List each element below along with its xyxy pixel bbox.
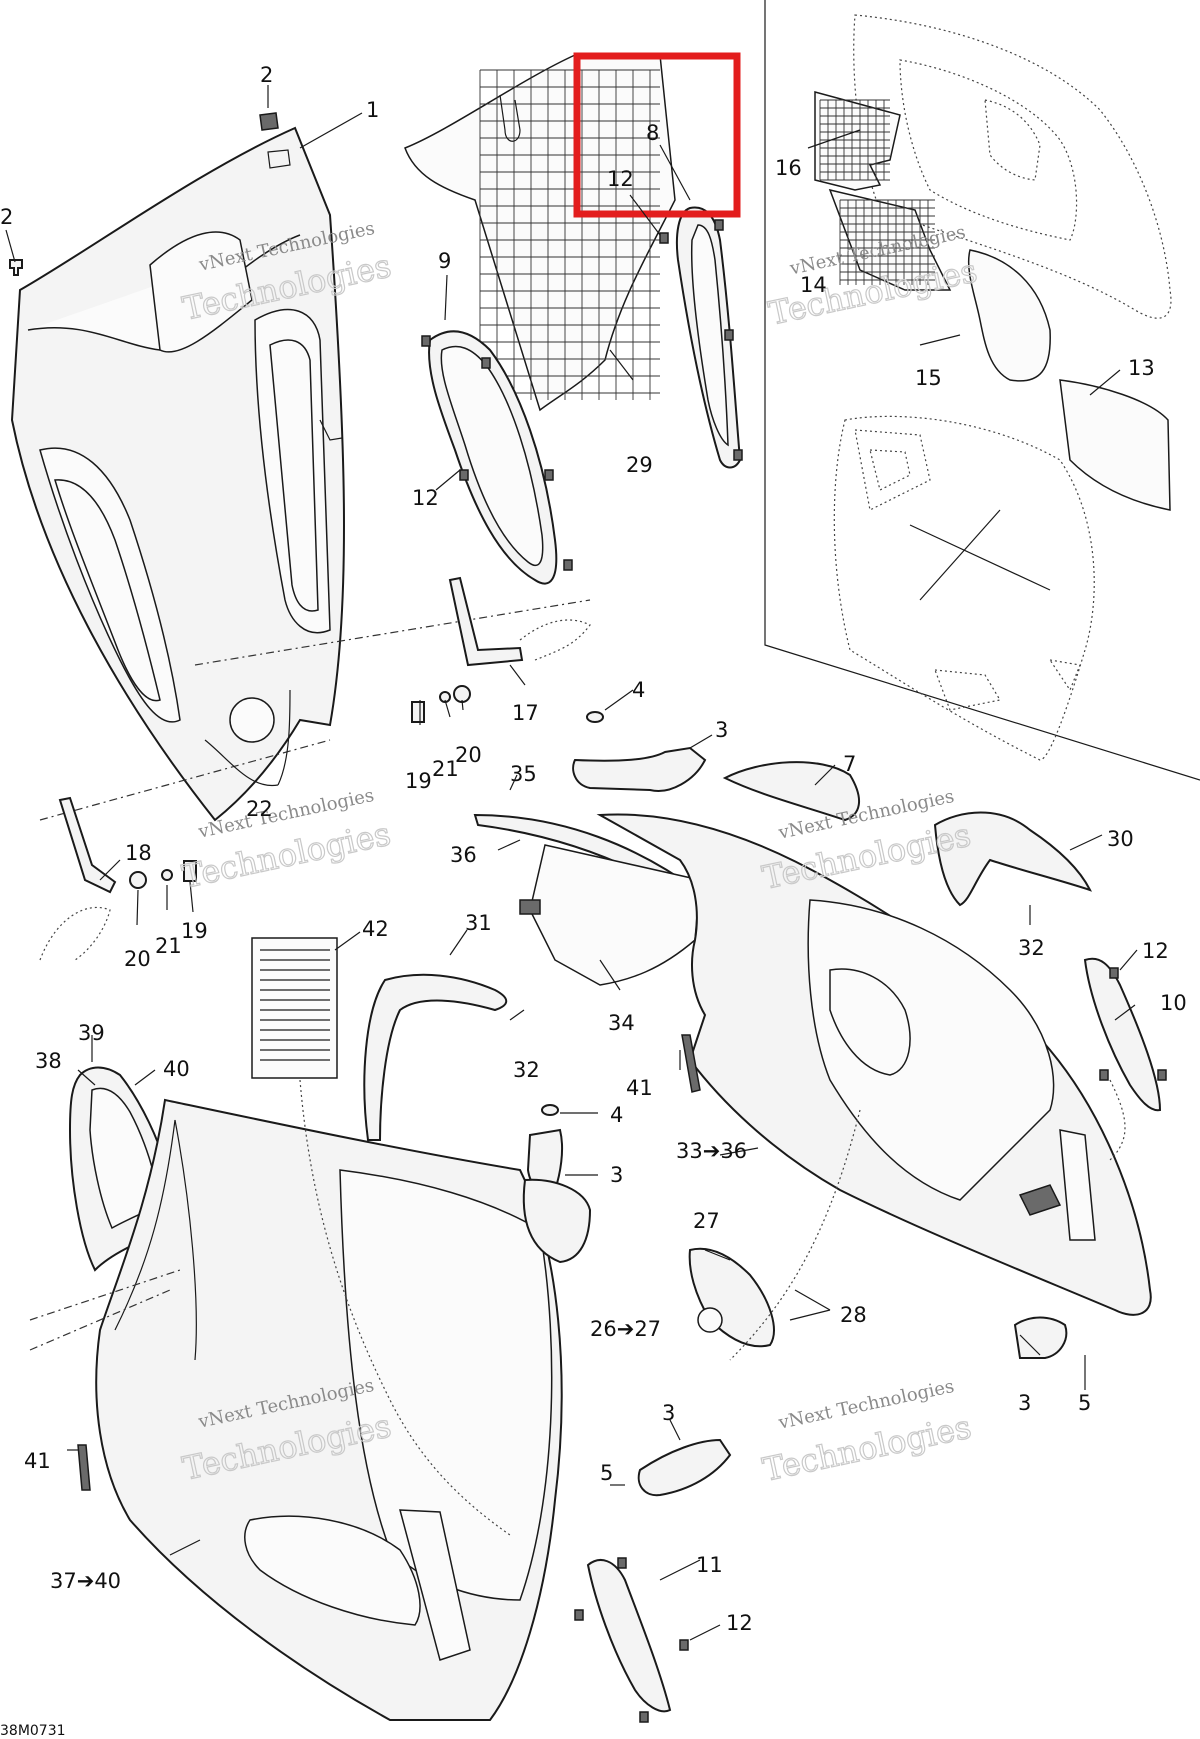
part-30-deflector <box>933 811 1092 907</box>
callout-19: 19 <box>181 919 208 943</box>
part-9-vent-frame <box>421 330 573 585</box>
leader-lines <box>5 85 1138 1641</box>
part-10-side-vent <box>1083 957 1167 1112</box>
callout-38: 38 <box>35 1049 62 1073</box>
callout-3: 3 <box>1018 1391 1031 1415</box>
part-11-lower-vent <box>574 1557 689 1723</box>
callout-20: 20 <box>124 947 151 971</box>
watermark-br: vNext Technologies Technologies <box>759 1376 975 1489</box>
callout-2: 2 <box>260 63 273 87</box>
part-37-40-lower-panel <box>95 1098 563 1721</box>
callout-11: 11 <box>696 1553 723 1577</box>
callout-39: 39 <box>78 1021 105 1045</box>
callout-33-36: 33➔36 <box>676 1139 747 1163</box>
callout-16: 16 <box>775 156 802 180</box>
callout-36: 36 <box>450 843 477 867</box>
callout-13: 13 <box>1128 356 1155 380</box>
part-29-grid-panel <box>404 54 676 412</box>
callout-3: 3 <box>662 1401 675 1425</box>
callout-26-27: 26➔27 <box>590 1317 661 1341</box>
callout-18: 18 <box>125 841 152 865</box>
inset-lower-nose-view <box>833 415 1095 761</box>
callout-5: 5 <box>1078 1391 1091 1415</box>
callout-9: 9 <box>438 249 451 273</box>
callout-22: 22 <box>246 797 273 821</box>
callout-7: 7 <box>843 752 856 776</box>
callout-12: 12 <box>1142 939 1169 963</box>
callout-28: 28 <box>840 1303 867 1327</box>
callout-12: 12 <box>726 1611 753 1635</box>
callout-19: 19 <box>405 769 432 793</box>
callout-20: 20 <box>455 743 482 767</box>
callout-10: 10 <box>1160 991 1187 1015</box>
part-34-bracket-panel <box>519 844 701 986</box>
callout-37-40: 37➔40 <box>50 1569 121 1593</box>
callout-15: 15 <box>915 366 942 390</box>
callout-12: 12 <box>607 167 634 191</box>
callout-35: 35 <box>510 762 537 786</box>
callout-12: 12 <box>412 486 439 510</box>
part-33-36-side-panel <box>596 813 1152 1316</box>
fasteners-19-20-21 <box>129 685 471 889</box>
part-31-trim <box>363 973 508 1141</box>
part-16-inset-grille <box>814 91 901 191</box>
assembly-line-decal <box>299 1079 511 1536</box>
callout-29: 29 <box>626 453 653 477</box>
part-13-inset-pad <box>1059 379 1171 511</box>
part-17-bracket <box>448 576 591 667</box>
callout-14: 14 <box>800 273 827 297</box>
callout-8: 8 <box>646 121 659 145</box>
callout-3: 3 <box>715 718 728 742</box>
highlight-box-part-8 <box>573 52 741 218</box>
part-41-strip-right <box>681 1034 701 1093</box>
callout-4: 4 <box>610 1103 623 1127</box>
callout-21: 21 <box>155 934 182 958</box>
inset-panel-border <box>764 0 1200 781</box>
callout-1: 1 <box>366 98 379 122</box>
callout-32: 32 <box>1018 936 1045 960</box>
callout-42: 42 <box>362 917 389 941</box>
part-3-handle-middle <box>522 1104 592 1264</box>
part-15-inset-pad <box>967 249 1051 382</box>
assembly-line-38 <box>29 1269 181 1321</box>
callout-32: 32 <box>513 1058 540 1082</box>
part-26-27-bracket <box>688 1247 775 1348</box>
callout-17: 17 <box>512 701 539 725</box>
part-4-cap <box>586 711 604 723</box>
part-42-decal <box>251 937 338 1079</box>
assembly-line-vent <box>1109 1079 1126 1161</box>
callout-2: 2 <box>0 205 13 229</box>
part-7-deflector <box>722 761 860 822</box>
part-14-inset-grille <box>828 188 952 291</box>
assembly-line-panel <box>729 1109 861 1361</box>
callout-31: 31 <box>465 911 492 935</box>
part-1-side-panel <box>10 126 345 822</box>
callout-21: 21 <box>432 757 459 781</box>
callout-labels: 1 2 2 9 12 29 8 12 16 14 15 13 17 19 21 … <box>0 63 1187 1635</box>
callout-34: 34 <box>608 1011 635 1035</box>
part-3-handle-lower <box>637 1438 732 1497</box>
callout-41: 41 <box>24 1449 51 1473</box>
centerline-17 <box>194 599 591 666</box>
part-41-strip-left <box>77 1444 91 1491</box>
part-3-handle-upper <box>572 746 707 792</box>
callout-27: 27 <box>693 1209 720 1233</box>
callout-5: 5 <box>600 1461 613 1485</box>
assembly-line-38b <box>29 1289 171 1351</box>
part-2-clip-left <box>9 259 23 276</box>
centerline-18 <box>39 739 331 821</box>
callout-4: 4 <box>632 678 645 702</box>
part-8-vent-strip <box>659 206 743 469</box>
callout-3: 3 <box>610 1163 623 1187</box>
part-18-bracket <box>39 796 117 961</box>
part-2-clip-top <box>259 112 279 131</box>
callout-30: 30 <box>1107 827 1134 851</box>
part-3-handle-right <box>1013 1316 1068 1359</box>
inset-upper-nose-view <box>853 14 1172 319</box>
drawing-code: 38M0731 <box>0 1723 66 1739</box>
callout-41: 41 <box>626 1076 653 1100</box>
callout-40: 40 <box>163 1057 190 1081</box>
